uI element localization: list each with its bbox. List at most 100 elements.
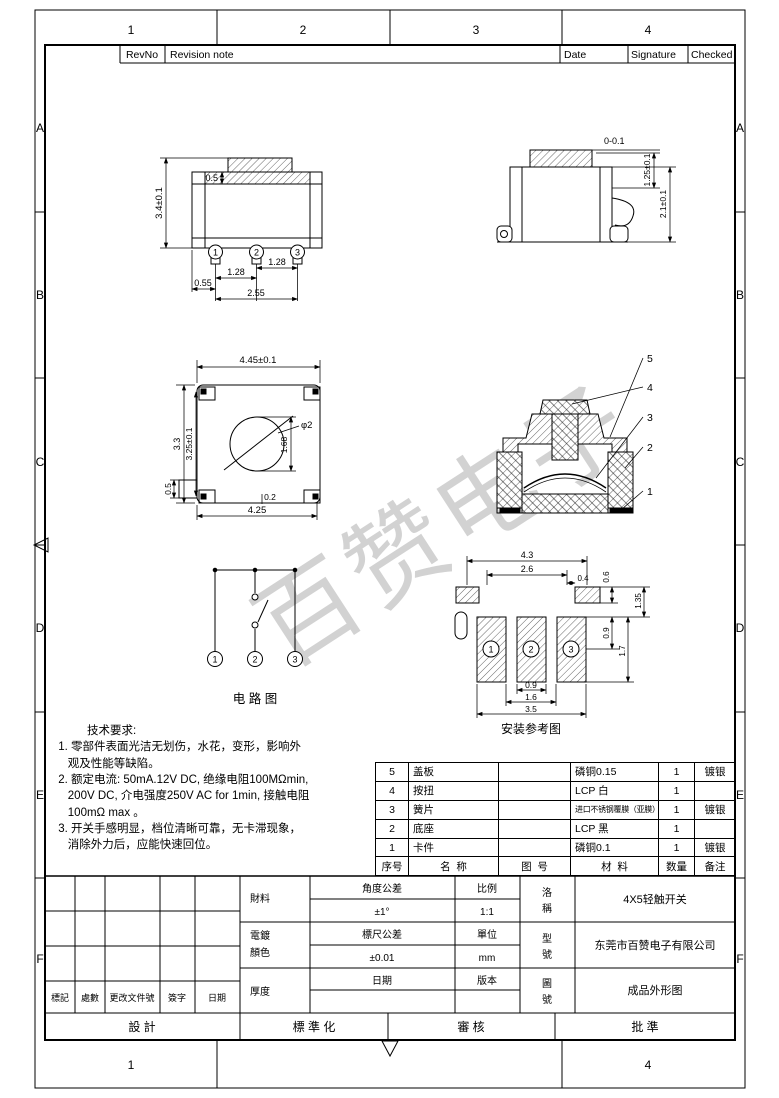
part-number: 5 <box>647 353 653 365</box>
circuit-diagram: 1 2 3 电 路 图 <box>207 567 303 706</box>
dim-label: 2.1±0.1 <box>658 190 668 219</box>
bom-table: 5 盖板 磷铜0.15 1 镀银 4 按扭 LCP 白 1 3 簧片 进口不锈钢… <box>375 762 736 877</box>
part-number: 1 <box>647 486 653 498</box>
dim-label: 1.68 <box>279 436 289 453</box>
field-value: ±1° <box>374 907 389 918</box>
dim-label: 0.5 <box>163 483 173 495</box>
zone-label: 3 <box>473 23 480 37</box>
drawing-frame <box>32 9 746 1089</box>
bom-cell: 镀银 <box>694 762 736 782</box>
zone-label: 4 <box>645 23 652 37</box>
dim-label: 4.25 <box>248 505 267 516</box>
bom-cell <box>498 762 571 782</box>
bom-cell: 进口不锈钢覆膜（亚膜） <box>570 799 659 820</box>
pin-number: 3 <box>295 248 300 258</box>
bom-header-cell: 名 称 <box>408 856 499 877</box>
bom-cell <box>694 780 736 801</box>
side-view: 0-0.1 1.25±0.1 2.1±0.1 <box>496 136 676 243</box>
revision-table-headers: RevNo Revision note Date Signature Check… <box>126 49 733 61</box>
terminal-number: 3 <box>292 655 297 665</box>
bom-row: 2 底座 LCP 黑 1 <box>375 818 736 839</box>
zone-label: E <box>36 788 44 802</box>
revision-header: Signature <box>631 49 676 61</box>
bom-header-cell: 序号 <box>375 856 409 877</box>
dim-label: 1.28 <box>268 257 286 267</box>
bom-cell: 盖板 <box>408 762 499 782</box>
part-number: 2 <box>647 442 653 454</box>
field-label: 設 計 <box>128 1019 155 1034</box>
bom-header-cell: 图 号 <box>498 856 571 877</box>
field-label: 日期 <box>372 975 392 987</box>
bom-cell: LCP 白 <box>570 780 659 801</box>
field-value: mm <box>479 953 496 964</box>
part-number: 3 <box>647 412 653 424</box>
zone-label: A <box>36 121 44 135</box>
revision-header: Revision note <box>170 49 234 61</box>
bom-cell: 1 <box>658 780 695 801</box>
dim-label: 2.6 <box>521 564 534 574</box>
field-label: 圖 <box>542 978 552 990</box>
field-label: 標記 <box>51 992 69 1003</box>
bom-cell: 1 <box>658 799 695 820</box>
company-name: 东莞市百赞电子有限公司 <box>595 938 716 952</box>
pad-number: 3 <box>568 645 573 655</box>
field-label: 角度公差 <box>362 882 402 895</box>
bom-cell: LCP 黑 <box>570 818 659 839</box>
field-label: 比例 <box>477 882 497 895</box>
bom-cell: 1 <box>375 837 409 858</box>
centering-mark-left <box>32 537 49 553</box>
bom-header-row: 序号 名 称 图 号 材 料 数量 备注 <box>375 856 736 877</box>
dim-label: 4.45±0.1 <box>240 355 277 366</box>
dim-label: 3.3 <box>172 438 182 451</box>
zone-label: D <box>36 621 45 635</box>
centering-mark-bottom <box>381 1040 399 1058</box>
dim-label: 0.55 <box>194 278 212 288</box>
bom-row: 1 卡件 磷铜0.1 1 镀银 <box>375 837 736 858</box>
bom-cell: 1 <box>658 762 695 782</box>
dim-label: 0.4 <box>577 574 589 583</box>
field-value: 1:1 <box>480 907 494 918</box>
bom-cell: 1 <box>658 818 695 839</box>
field-label: 厚度 <box>250 985 270 998</box>
field-label: 號 <box>542 993 552 1006</box>
dim-label: 1.7 <box>618 645 627 657</box>
revision-header: Date <box>564 49 586 61</box>
bom-cell <box>498 799 571 820</box>
pin-number: 2 <box>254 248 259 258</box>
field-label: 洛 <box>542 886 552 899</box>
field-label: 審 核 <box>457 1019 484 1034</box>
bom-header-cell: 材 料 <box>570 856 659 877</box>
dim-label: 0.5 <box>205 173 218 183</box>
bom-cell: 2 <box>375 818 409 839</box>
zone-label: C <box>36 455 45 469</box>
field-label: 型 <box>542 932 552 945</box>
field-label: 批 準 <box>631 1019 658 1034</box>
top-view: 4.45±0.1 3.3 3.25±0.1 φ2 1.68 0.2 4.25 0… <box>163 355 321 520</box>
bom-cell: 磷铜0.1 <box>570 837 659 858</box>
drawing-title: 成品外形图 <box>628 984 683 997</box>
zone-label: A <box>736 121 744 135</box>
zone-label: F <box>36 952 43 966</box>
title-block <box>45 875 735 1040</box>
zone-label: 1 <box>128 1058 135 1072</box>
bom-cell <box>498 780 571 801</box>
bom-cell: 1 <box>658 837 695 858</box>
field-label: 電鍍 <box>250 929 270 942</box>
pcb-layout: 4.3 2.6 0.4 0.6 1.35 0.9 1.7 0.9 1.6 3.5… <box>454 550 650 736</box>
dim-label: 1.25±0.1 <box>642 153 652 186</box>
pad-number: 1 <box>488 645 493 655</box>
field-label: 處數 <box>81 992 99 1003</box>
dim-label: 1.28 <box>227 267 245 277</box>
bom-cell: 磷铜0.15 <box>570 762 659 782</box>
view-title: 安装参考图 <box>501 721 561 736</box>
zone-label: 4 <box>645 1058 652 1072</box>
zone-label: B <box>736 288 744 302</box>
zone-label: F <box>736 952 743 966</box>
dim-label: 0.2 <box>264 492 276 502</box>
dim-label: φ2 <box>301 420 312 431</box>
field-label: 更改文件號 <box>109 992 154 1003</box>
pad-number: 2 <box>528 645 533 655</box>
zone-label: C <box>736 455 745 469</box>
bom-cell: 簧片 <box>408 799 499 820</box>
